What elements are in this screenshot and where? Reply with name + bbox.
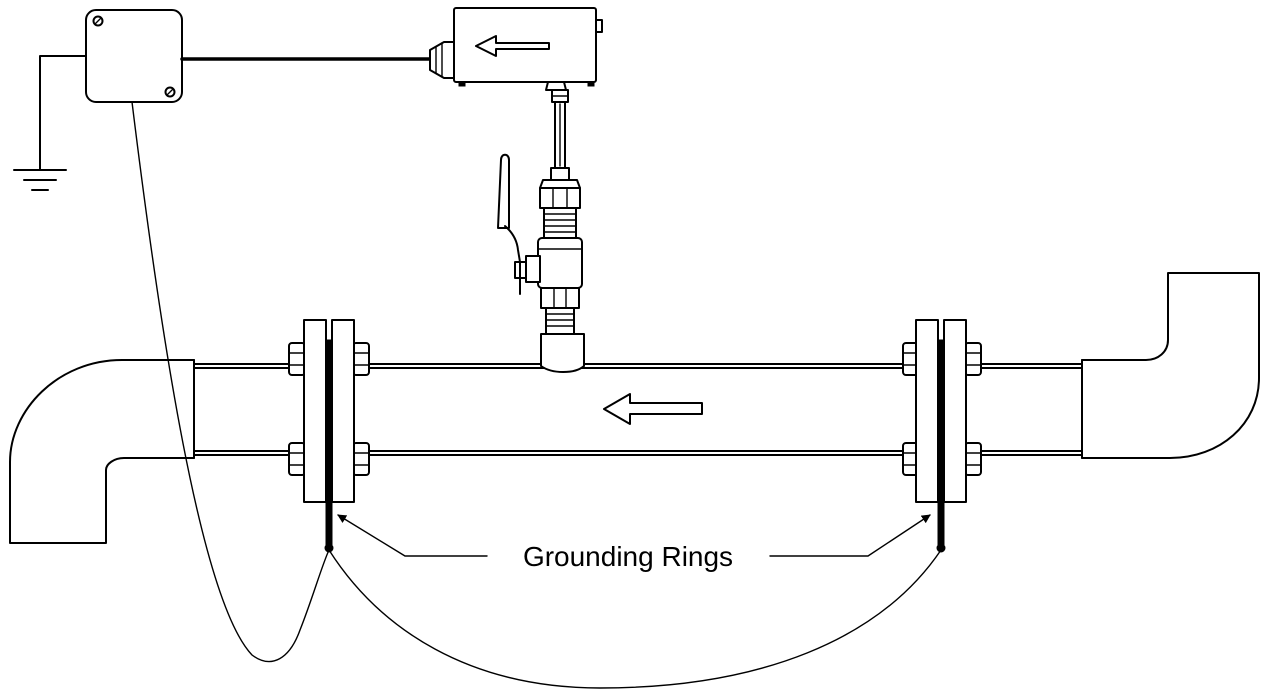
grounding-rings-callout: Grounding Rings bbox=[337, 514, 931, 572]
right-elbow bbox=[1081, 272, 1260, 459]
left-elbow bbox=[9, 359, 195, 544]
grounding-wires bbox=[131, 101, 942, 689]
earth-ground-icon bbox=[13, 55, 87, 191]
right-flange bbox=[902, 319, 982, 553]
sensor-stem bbox=[539, 89, 581, 239]
ball-valve bbox=[514, 237, 583, 335]
pipe-flow-arrow-icon bbox=[603, 393, 703, 425]
flow-transmitter bbox=[429, 7, 603, 91]
left-flange bbox=[288, 319, 370, 553]
junction-box bbox=[85, 9, 183, 103]
grounding-rings-label: Grounding Rings bbox=[523, 541, 733, 572]
valve-handle bbox=[497, 153, 521, 263]
flow-direction-arrow-icon bbox=[475, 35, 550, 57]
